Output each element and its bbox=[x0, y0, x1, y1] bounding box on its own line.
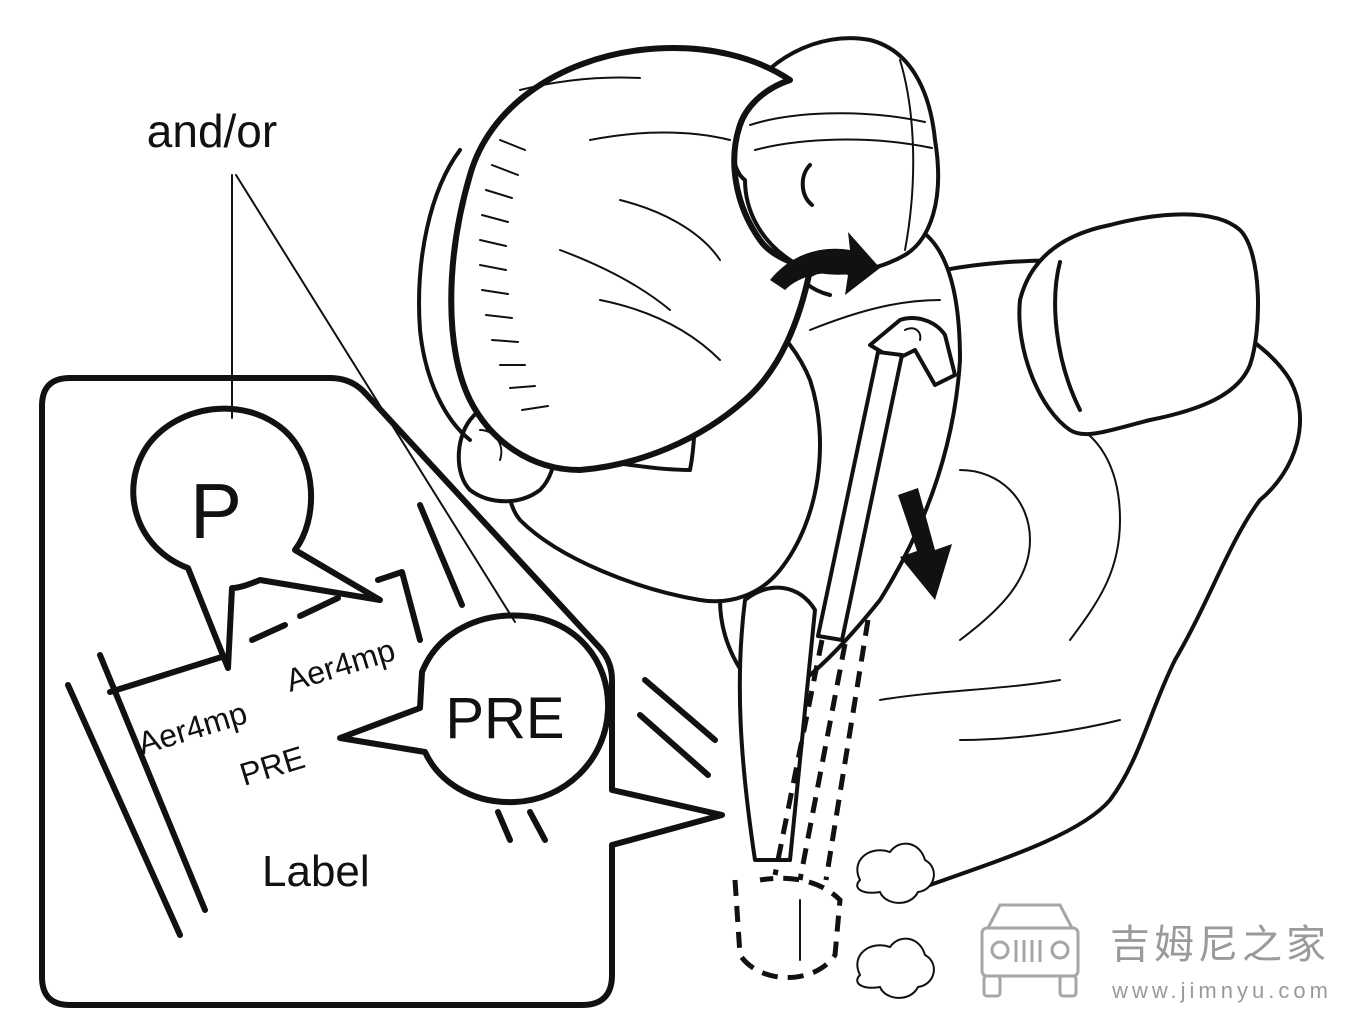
seat-belt bbox=[732, 316, 957, 999]
curved-arrow-icon bbox=[770, 232, 880, 295]
and-or-label: and/or bbox=[147, 105, 277, 157]
indicator-p: P bbox=[190, 467, 242, 555]
watermark-name: 吉姆尼之家 bbox=[1110, 922, 1330, 968]
label-caption: Label bbox=[262, 847, 370, 896]
arrow-down-icon bbox=[898, 488, 952, 600]
jeep-front-logo-icon bbox=[980, 903, 1080, 998]
seat bbox=[879, 212, 1303, 887]
label-callout: P PRE Aer4mp Aer4mp PRE Label bbox=[39, 375, 725, 1008]
watermark-url: www.jimnyu.com bbox=[1111, 978, 1332, 1003]
and-or-callout: and/or bbox=[147, 105, 516, 623]
watermark: 吉姆尼之家 www.jimnyu.com bbox=[980, 903, 1332, 1003]
indicator-pre: PRE bbox=[445, 686, 564, 751]
